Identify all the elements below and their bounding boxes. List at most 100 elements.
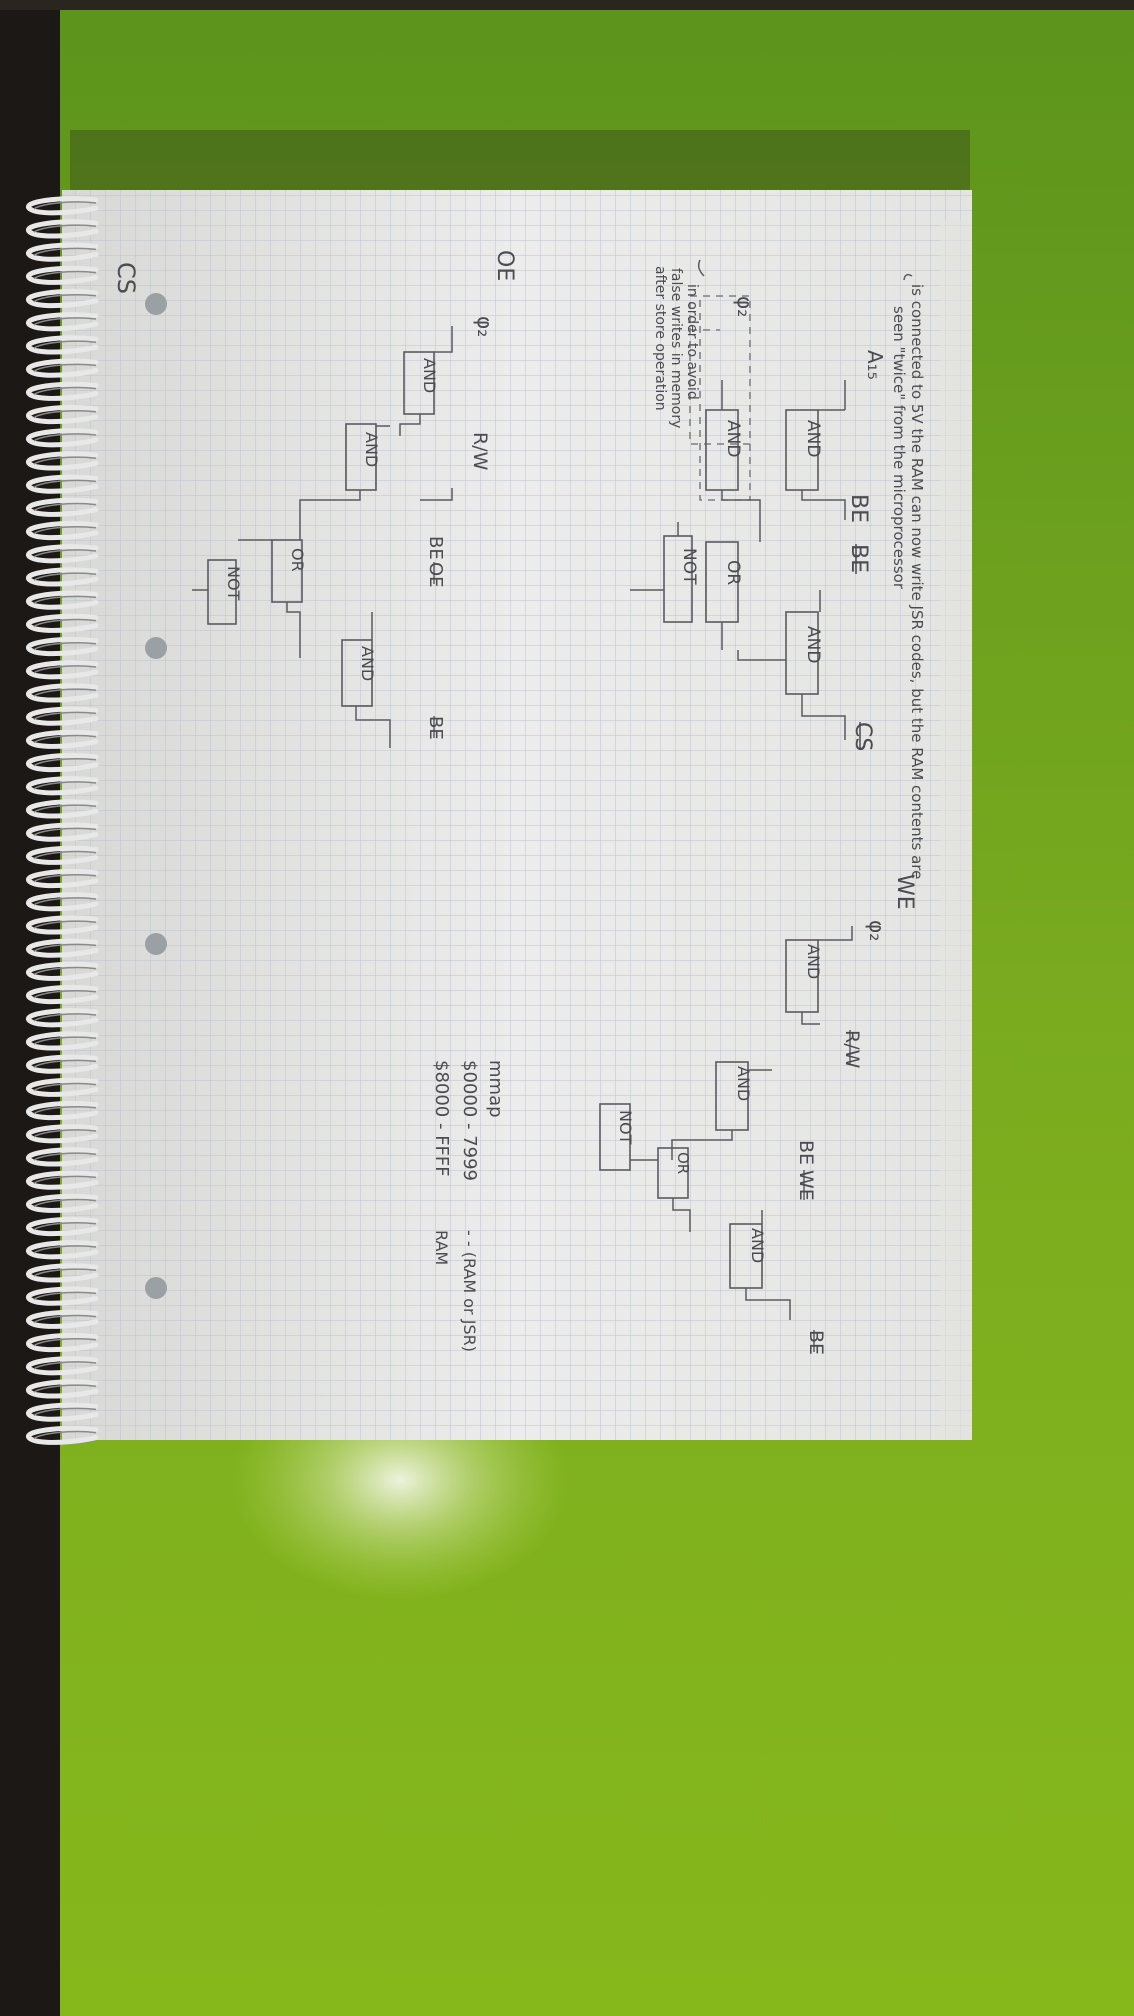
spiral-ring (25, 1031, 99, 1051)
spiral-ring-shadow (33, 618, 97, 628)
spiral-ring (25, 1054, 99, 1074)
svg-text:AND: AND (748, 1228, 767, 1263)
spiral-ring-shadow (33, 456, 97, 465)
svg-text:AND: AND (804, 944, 823, 979)
spiral-ring (25, 1263, 99, 1283)
spiral-ring (25, 219, 99, 239)
spiral-ring (25, 1402, 99, 1422)
spiral-ring-shadow (33, 1082, 97, 1092)
spiral-ring (25, 753, 99, 773)
spiral-ring (25, 1008, 99, 1028)
spiral-ring (25, 822, 99, 842)
memory-map-row-2-range: $8000 - FFFF (431, 1060, 452, 1177)
svg-text:OR: OR (723, 560, 743, 585)
note-line-1: is connected to 5V the RAM can now write… (908, 284, 926, 879)
spiral-ring-shadow (33, 1129, 97, 1138)
spiral-ring (25, 660, 99, 680)
spiral-ring (25, 869, 99, 889)
spiral-ring (25, 451, 99, 471)
memory-map-row-2-label: RAM (432, 1230, 451, 1265)
spiral-ring-shadow (33, 990, 97, 999)
spiral-ring (25, 892, 99, 912)
spiral-ring-shadow (33, 1175, 97, 1185)
memory-map-title: mmap (485, 1060, 506, 1118)
phi2-label-oe: φ₂ (473, 316, 497, 337)
svg-text:AND: AND (420, 358, 439, 393)
spiral-ring-shadow (33, 1059, 97, 1069)
spiral-ring-shadow (33, 897, 97, 906)
svg-text:OR: OR (288, 548, 307, 572)
spiral-ring-shadow (33, 781, 97, 790)
spiral-ring-shadow (33, 1222, 97, 1231)
spiral-ring (25, 1170, 99, 1190)
spiral-ring (25, 1147, 99, 1167)
spiral-ring-shadow (33, 943, 97, 953)
be-bar-label-we: BE (805, 1330, 827, 1355)
spiral-ring-shadow (33, 1291, 97, 1301)
memory-map-row-1-range: $0000 - 7999 (459, 1060, 480, 1181)
spiral-ring-shadow (33, 1268, 97, 1277)
be-label-we: BE (795, 1140, 817, 1165)
spiral-ring-shadow (33, 224, 97, 233)
spiral-ring-shadow (33, 201, 97, 210)
spiral-ring-shadow (33, 340, 97, 349)
spiral-ring-shadow (33, 386, 97, 396)
spiral-ring (25, 312, 99, 332)
notebook-page (62, 190, 972, 1440)
spiral-ring-shadow (33, 1198, 97, 1208)
svg-text:NOT: NOT (616, 1110, 635, 1145)
spiral-ring-shadow (33, 665, 97, 674)
svg-text:AND: AND (358, 646, 377, 681)
memory-map-row-1-label: - - (RAM or JSR) (460, 1230, 479, 1352)
spiral-ring (25, 1077, 99, 1097)
spiral-ring (25, 1217, 99, 1237)
spiral-ring-shadow (33, 850, 97, 860)
handwritten-notes: is connected to 5V the RAM can now write… (652, 259, 926, 879)
spiral-ring (25, 567, 99, 587)
cs-circuit: CS A₁₅ φ₂ AND AND OR NOT AND BE BE CS (112, 262, 887, 751)
spiral-ring (25, 474, 99, 494)
we-bar-label: WE (795, 1170, 817, 1201)
spiral-ring (25, 683, 99, 703)
spiral-ring-shadow (33, 1106, 97, 1115)
we-circuit: WE φ₂ AND R/W AND OR NOT AND BE WE BE (599, 874, 917, 1355)
spiral-ring (25, 405, 99, 425)
spiral-ring (25, 938, 99, 958)
oe-bar-label: OE (425, 562, 446, 588)
spiral-ring (25, 521, 99, 541)
be-bar-label-cs: BE (846, 544, 871, 573)
svg-text:AND: AND (803, 420, 823, 457)
phi2-label-cs: φ₂ (733, 296, 757, 317)
a15-dashed-frame (689, 295, 751, 445)
spiral-ring-shadow (33, 433, 97, 442)
spiral-ring (25, 1240, 99, 1260)
spiral-ring-shadow (33, 688, 97, 697)
oe-and-gate-1 (403, 351, 435, 415)
svg-text:OR: OR (674, 1152, 692, 1174)
spiral-ring (25, 1101, 99, 1121)
spiral-ring-shadow (33, 1013, 97, 1022)
spiral-ring (25, 985, 99, 1005)
spiral-ring (25, 1286, 99, 1306)
oe-and-gate-2 (345, 423, 377, 491)
spiral-ring-shadow (33, 1314, 97, 1324)
spiral-ring-shadow (33, 294, 97, 303)
spiral-ring-shadow (33, 1152, 97, 1161)
spiral-ring (25, 1333, 99, 1353)
spiral-ring (25, 706, 99, 726)
spiral-ring-shadow (33, 827, 97, 837)
spiral-ring-shadow (33, 410, 97, 419)
svg-text:AND: AND (723, 420, 743, 457)
spiral-ring (25, 1193, 99, 1213)
rw-label-oe: R/W (469, 432, 491, 471)
spiral-ring (25, 335, 99, 355)
spiral-ring (25, 289, 99, 309)
oe-and-gate-3 (341, 639, 373, 707)
spiral-ring (25, 845, 99, 865)
spiral-ring-shadow (33, 758, 97, 767)
spiral-ring-shadow (33, 1384, 97, 1393)
oe-circuit: OE φ₂ AND AND R/W OR NOT AND BE OE BE (192, 250, 517, 748)
spiral-ring (25, 1124, 99, 1144)
spiral-ring-shadow (33, 526, 97, 535)
